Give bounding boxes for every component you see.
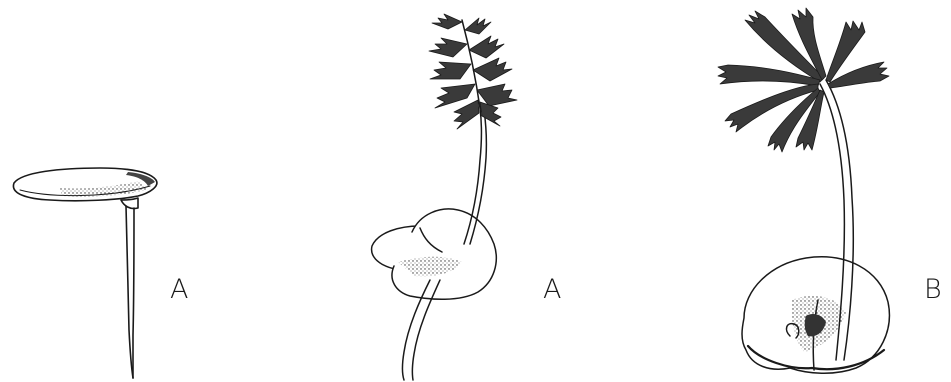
panel-label-3: B [924,276,942,303]
seedling-early-stage [13,168,156,378]
seedling-late-stage [718,8,889,373]
panel-label-1: A [170,276,188,303]
cotyledon-right [392,209,496,299]
leaflets [429,14,517,129]
primary-root-edge [133,208,134,378]
panel-label-2: A [543,276,561,303]
radicle-collar [121,198,138,209]
primary-root [126,206,133,378]
seedling-middle-stage [372,14,517,380]
palmate-leaflets [718,8,889,152]
